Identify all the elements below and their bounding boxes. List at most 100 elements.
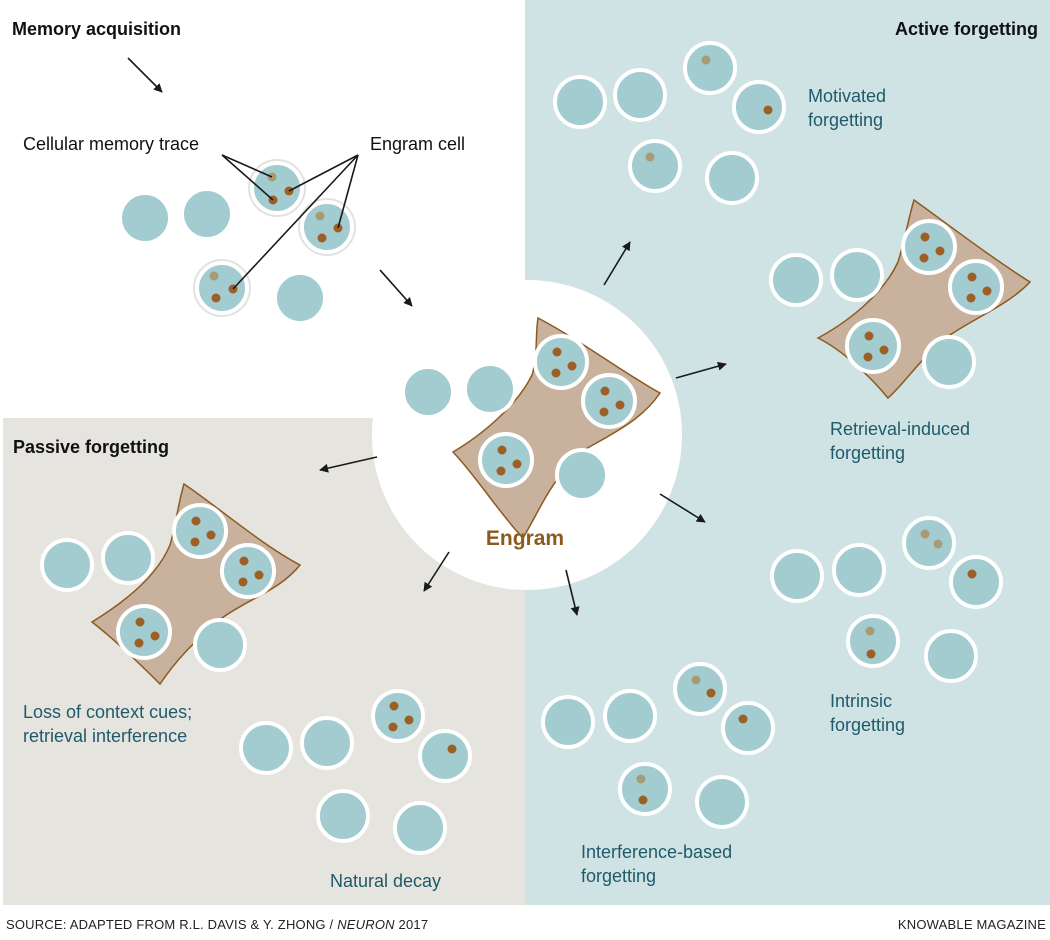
arrow: [675, 361, 727, 379]
source-year: 2017: [395, 917, 429, 932]
memory-trace-dot: [879, 345, 889, 355]
memory-trace-dot: [551, 368, 561, 378]
memory-trace-dot: [552, 347, 562, 357]
neuron-cell: [949, 555, 1003, 609]
memory-trace-dot: [865, 626, 875, 636]
memory-trace-dot: [211, 293, 221, 303]
memory-trace-dot: [135, 617, 145, 627]
acquisition-cell-group: [118, 159, 356, 325]
memory-trace-dot: [206, 530, 216, 540]
neuron-cell: [300, 716, 354, 770]
neuron-cell: [273, 271, 327, 325]
memory-trace-dot: [706, 688, 716, 698]
memory-acquisition-heading: Memory acquisition: [12, 19, 181, 39]
memory-trace-dot: [866, 649, 876, 659]
engram-cell: [172, 503, 228, 559]
memory-trace-dot: [150, 631, 160, 641]
memory-trace-dot: [404, 715, 414, 725]
memory-trace-dot: [920, 529, 930, 539]
neuron-cell: [902, 516, 956, 570]
neuron-cell: [924, 629, 978, 683]
memory-trace-dot: [389, 701, 399, 711]
neuron-cell: [613, 68, 667, 122]
label-leader-lines: [221, 154, 359, 290]
neuron-cell: [922, 335, 976, 389]
retrieval-induced-engram: [769, 198, 1032, 400]
engram-label: Engram: [486, 527, 564, 550]
arrow: [127, 57, 163, 93]
memory-trace-dot: [935, 246, 945, 256]
retrieval-induced-label-1: Retrieval-induced: [830, 419, 970, 439]
arrow: [659, 493, 706, 523]
arrow: [319, 456, 378, 473]
engram-cell: [845, 318, 901, 374]
natural-decay-label: Natural decay: [330, 871, 441, 891]
neuron-cell: [193, 618, 247, 672]
memory-trace-dot: [134, 638, 144, 648]
source-journal: NEURON: [337, 917, 395, 932]
cellular-memory-trace-label: Cellular memory trace: [23, 134, 199, 154]
memory-trace-dot: [967, 272, 977, 282]
neuron-cell: [418, 729, 472, 783]
memory-trace-dot: [982, 286, 992, 296]
neuron-cell: [553, 75, 607, 129]
motivated-forgetting-label-1: Motivated: [808, 86, 886, 106]
memory-trace-dot: [636, 774, 646, 784]
neuron-cell: [769, 253, 823, 307]
neuron-cell: [541, 695, 595, 749]
interference-forgetting-cells: [541, 662, 775, 829]
engram-cell: [901, 219, 957, 275]
neuron-cell: [603, 689, 657, 743]
engram-cell: [948, 259, 1004, 315]
loss-of-context-label-1: Loss of context cues;: [23, 702, 192, 722]
retrieval-induced-label-2: forgetting: [830, 443, 905, 463]
passive-forgetting-heading: Passive forgetting: [13, 437, 169, 457]
neuron-cell: [401, 365, 455, 419]
engram-cell: [533, 334, 589, 390]
intrinsic-forgetting-label-2: forgetting: [830, 715, 905, 735]
engram-cell: [195, 261, 249, 315]
memory-trace-dot: [864, 331, 874, 341]
neuron-cell: [239, 721, 293, 775]
neuron-cell: [618, 762, 672, 816]
memory-trace-dot: [512, 459, 522, 469]
neuron-cell: [118, 191, 172, 245]
neuron-cell: [371, 689, 425, 743]
memory-trace-dot: [701, 55, 711, 65]
neuron-cell: [721, 701, 775, 755]
memory-trace-dot: [567, 361, 577, 371]
neuron-cell: [393, 801, 447, 855]
natural-decay-cells: [239, 689, 472, 855]
neuron-cell: [732, 80, 786, 134]
neuron-cell: [832, 543, 886, 597]
neuron-cell: [463, 362, 517, 416]
memory-trace-dot: [254, 570, 264, 580]
memory-trace-dot: [191, 516, 201, 526]
memory-trace-dot: [966, 293, 976, 303]
motivated-forgetting-cells: [553, 41, 786, 205]
engram-cell: [116, 604, 172, 660]
memory-trace-dot: [863, 352, 873, 362]
memory-trace-dot: [190, 537, 200, 547]
memory-trace-dot: [317, 233, 327, 243]
memory-trace-dot: [238, 577, 248, 587]
motivated-forgetting-label-2: forgetting: [808, 110, 883, 130]
intrinsic-forgetting-label-1: Intrinsic: [830, 691, 892, 711]
engram-cell-label: Engram cell: [370, 134, 465, 154]
neuron-cell: [705, 151, 759, 205]
neuron-cell: [695, 775, 749, 829]
memory-trace-dot: [600, 386, 610, 396]
arrow: [565, 569, 580, 616]
memory-trace-dot: [919, 253, 929, 263]
memory-trace-dot: [599, 407, 609, 417]
memory-trace-dot: [638, 795, 648, 805]
arrow: [603, 241, 631, 286]
memory-trace-dot: [315, 211, 325, 221]
engram-cell: [300, 200, 354, 254]
memory-trace-dot: [615, 400, 625, 410]
neuron-cell: [180, 187, 234, 241]
neuron-cell: [683, 41, 737, 95]
source-prefix: SOURCE: ADAPTED FROM R.L. DAVIS & Y. ZHO…: [6, 917, 337, 932]
